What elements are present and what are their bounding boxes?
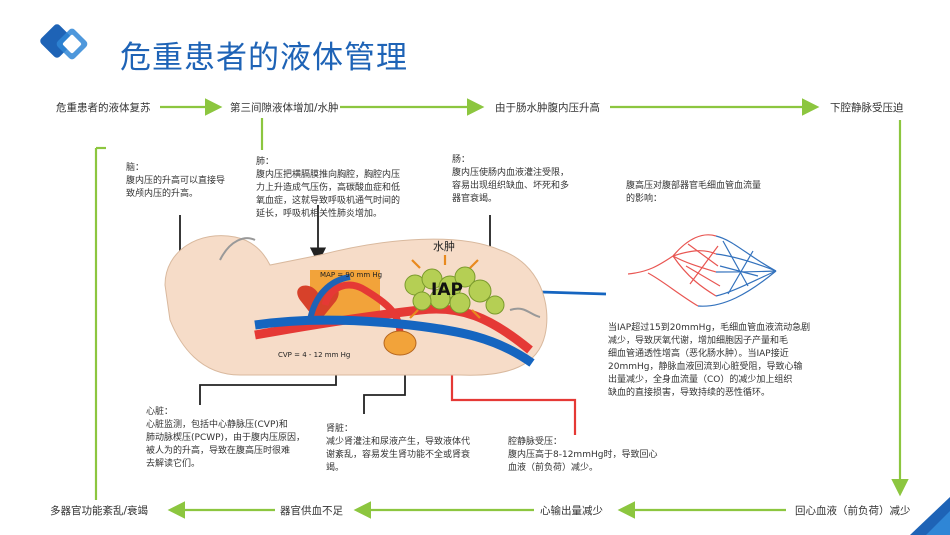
corner-decoration-icon [910, 497, 950, 535]
note-kidney: 肾脏： 减少肾灌注和尿液产生，导致液体代 谢紊乱，容易发生肾功能不全或肾衰 竭。 [326, 423, 498, 475]
flow-step-organ-perfusion: 器官供血不足 [280, 503, 343, 518]
note-heart: 心脏： 心脏监测，包括中心静脉压(CVP)和 肺动脉楔压(PCWP)，由于腹内压… [146, 406, 326, 471]
flow-step-vena-compression: 下腔静脉受压迫 [830, 100, 904, 115]
iap-label: IAP [431, 280, 463, 300]
capillary-network-image [628, 226, 778, 316]
flow-step-preload: 回心血液（前负荷）减少 [795, 503, 911, 518]
flow-step-third-space: 第三间隙液体增加/水肿 [230, 100, 339, 115]
cvp-label: CVP = 4 - 12 mm Hg [278, 351, 350, 359]
note-capillary-title: 腹高压对腹部器官毛细血管血流量 的影响： [626, 180, 796, 206]
edema-label: 水肿 [433, 239, 455, 253]
note-capillary-desc: 当IAP超过15到20mmHg，毛细血管血液流动急剧 减少，导致厌氧代谢，增加细… [608, 322, 818, 400]
note-gut: 肠： 腹内压使肠内血液灌注受限， 容易出现组织缺血、坏死和多 器官衰竭。 [452, 154, 602, 206]
note-brain: 脑： 腹内压的升高可以直接导 致颅内压的升高。 [126, 162, 251, 201]
flow-step-cardiac-output: 心输出量减少 [540, 503, 603, 518]
note-lung: 肺： 腹内压把横膈膜推向胸腔，胸腔内压 力上升造成气压伤，高碳酸血症和低 氧血症… [256, 156, 426, 221]
flow-step-resuscitation: 危重患者的液体复苏 [56, 100, 151, 115]
map-label: MAP = 90 mm Hg [320, 271, 382, 279]
flow-step-mof: 多器官功能紊乱/衰竭 [50, 503, 148, 518]
note-vena-cava: 腔静脉受压： 腹内压高于8-12mmHg时，导致回心 血液（前负荷）减少。 [508, 436, 678, 475]
flow-step-iap-rise: 由于肠水肿腹内压升高 [495, 100, 600, 115]
patient-illustration: IAP 水肿 MAP = 90 mm Hg CVP = 4 - 12 mm Hg [160, 225, 555, 380]
